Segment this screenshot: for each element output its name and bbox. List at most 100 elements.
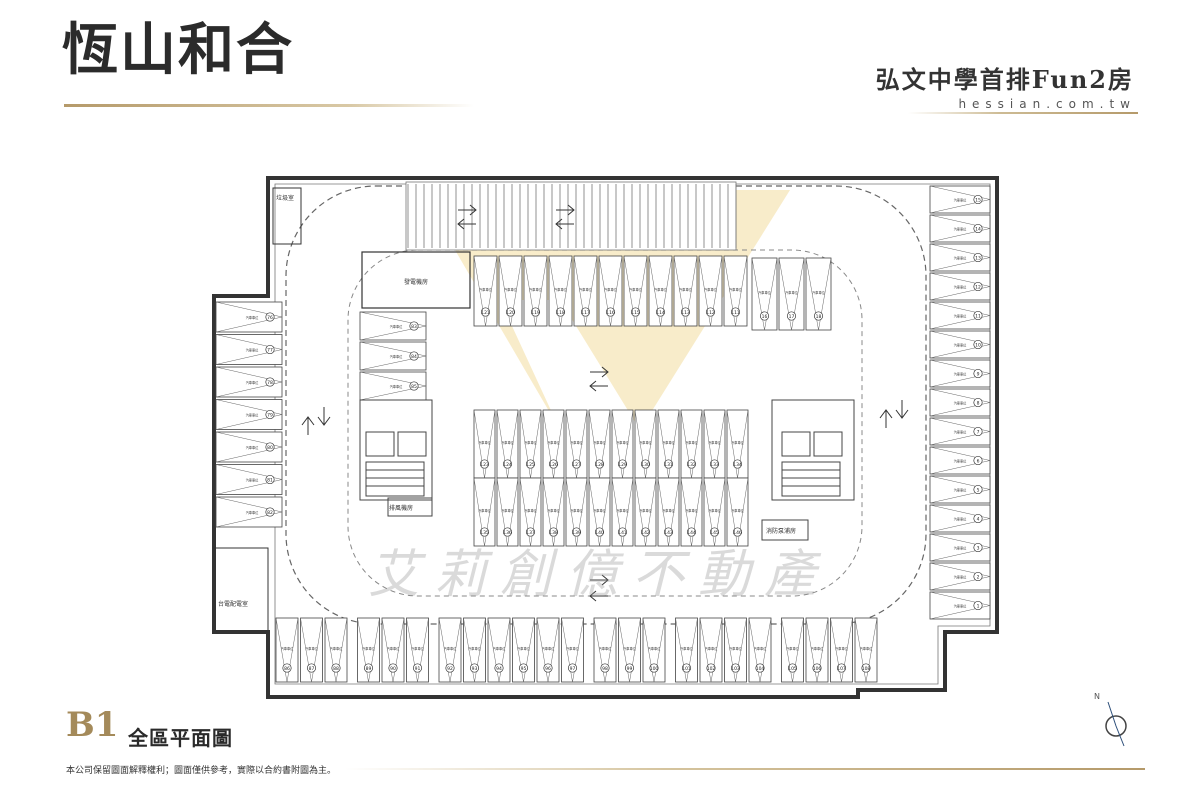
stall-label: 汽車車位	[478, 508, 492, 513]
stall-label: 汽車車位	[616, 508, 630, 513]
stall-number-badge	[861, 663, 871, 673]
stall-label: 汽車車位	[246, 510, 260, 515]
stall-label: 汽車車位	[954, 343, 968, 348]
website[interactable]: hessian.com.tw	[958, 97, 1136, 111]
generator-label: 發電機房	[404, 278, 428, 286]
stall-number-badge	[836, 663, 847, 673]
stall-number-badge	[388, 663, 398, 673]
stall-label: 汽車車位	[623, 646, 637, 651]
stall-number-badge	[543, 663, 553, 673]
stall-number-badge	[705, 307, 716, 317]
stall-number-badge	[265, 442, 275, 452]
stall-label: 汽車車位	[785, 290, 799, 295]
